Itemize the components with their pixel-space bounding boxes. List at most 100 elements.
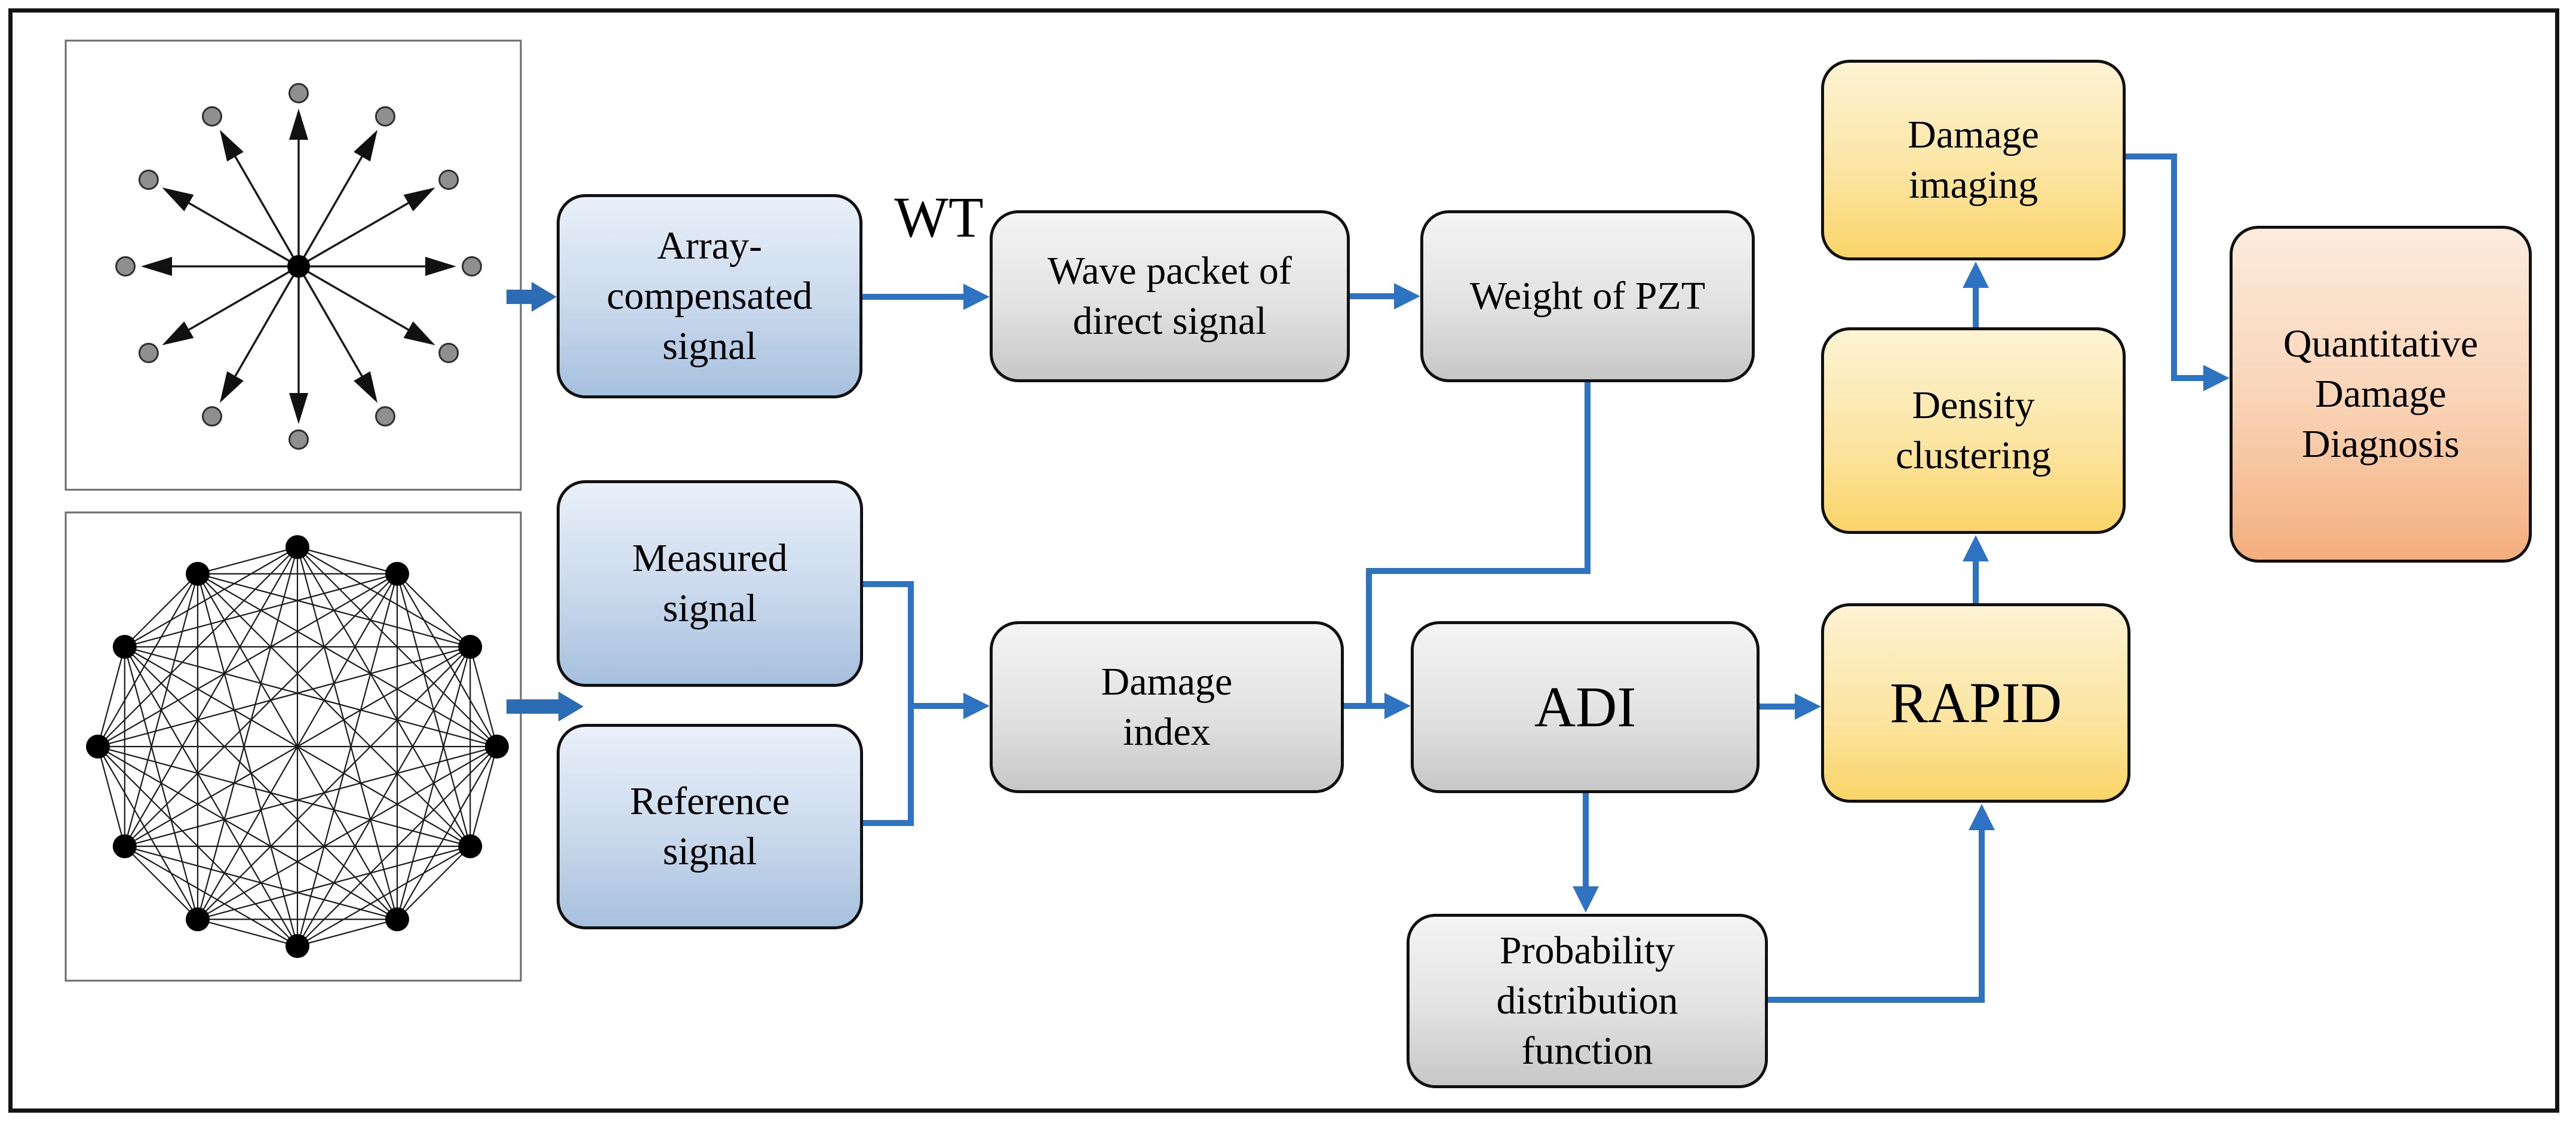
complete-graph-edge bbox=[297, 546, 398, 575]
complete-graph-edge bbox=[396, 646, 471, 920]
radial-graph bbox=[115, 83, 482, 450]
box-reference-signal: Reference signal bbox=[557, 724, 863, 929]
box-probability-distribution-function-label: Probability distribution function bbox=[1496, 929, 1678, 1073]
complete-graph-edge bbox=[469, 646, 498, 747]
complete-graph-edge bbox=[397, 573, 471, 647]
box-probability-distribution-function: Probability distribution function bbox=[1407, 914, 1768, 1088]
complete-graph-edge bbox=[297, 846, 471, 947]
complete-graph-edge bbox=[197, 546, 298, 575]
box-adi-label: ADI bbox=[1534, 675, 1637, 739]
radial-arrow-line bbox=[188, 202, 299, 268]
arrowhead-imaging-to-quant bbox=[2203, 365, 2230, 391]
radial-outer-node bbox=[462, 256, 482, 277]
arrowhead-adi-to-pdf bbox=[1573, 886, 1599, 913]
box-array-compensated-signal-label: Array- compensated signal bbox=[606, 224, 813, 368]
arrowhead-wavepacket-to-weightpzt bbox=[1394, 283, 1420, 309]
complete-graph-node bbox=[458, 834, 483, 858]
radial-outer-node bbox=[202, 406, 222, 427]
complete-graph-edge bbox=[296, 546, 398, 920]
complete-graph-edge bbox=[197, 646, 471, 920]
complete-graph-edge bbox=[397, 573, 498, 747]
box-damage-imaging-label: Damage imaging bbox=[1908, 113, 2039, 207]
complete-graph-edge bbox=[124, 745, 498, 848]
complete-graph-edge bbox=[396, 573, 471, 847]
radial-arrowhead bbox=[354, 371, 377, 403]
box-reference-signal-label: Reference signal bbox=[630, 779, 790, 873]
complete-graph bbox=[86, 535, 509, 958]
box-damage-imaging: Damage imaging bbox=[1821, 60, 2126, 260]
radial-arrowhead bbox=[354, 130, 377, 162]
complete-graph-node bbox=[458, 635, 483, 659]
radial-arrowhead bbox=[162, 321, 194, 345]
complete-graph-edge bbox=[124, 646, 498, 748]
complete-graph-node bbox=[112, 635, 137, 659]
complete-graph-node bbox=[285, 934, 309, 958]
complete-graph-edge bbox=[97, 746, 125, 847]
connector-weightpzt-to-adi bbox=[1366, 379, 1591, 707]
complete-graph-edge bbox=[197, 919, 298, 947]
radial-arrow-line bbox=[188, 265, 299, 331]
radial-outer-node bbox=[375, 406, 395, 427]
box-quantitative-damage-diagnosis: Quantitative Damage Diagnosis bbox=[2230, 226, 2532, 563]
wt-edge-label: WT bbox=[894, 185, 984, 249]
box-rapid-label: RAPID bbox=[1889, 671, 2062, 735]
complete-graph-node bbox=[86, 735, 110, 759]
radial-outer-node bbox=[438, 170, 459, 190]
complete-graph-edge bbox=[197, 746, 498, 920]
radial-arrow-line bbox=[298, 202, 409, 268]
box-wave-packet: Wave packet of direct signal bbox=[990, 210, 1350, 382]
complete-graph-edge bbox=[124, 573, 398, 847]
box-adi: ADI bbox=[1411, 621, 1760, 793]
box-array-compensated-signal: Array- compensated signal bbox=[557, 194, 862, 398]
complete-graph-edge bbox=[196, 546, 299, 920]
box-measured-signal-label: Measured signal bbox=[632, 536, 788, 630]
complete-graph-edge bbox=[97, 573, 398, 747]
box-quantitative-damage-diagnosis-label: Quantitative Damage Diagnosis bbox=[2283, 322, 2479, 466]
radial-arrowhead bbox=[220, 130, 244, 162]
radial-outer-node bbox=[138, 170, 159, 190]
complete-graph-node bbox=[385, 561, 409, 586]
radial-arrowhead bbox=[403, 188, 435, 211]
radial-outer-node bbox=[115, 256, 136, 277]
arrowhead-damageindex-to-adi bbox=[1384, 693, 1411, 719]
complete-graph-edge bbox=[197, 573, 471, 847]
radial-arrowhead bbox=[162, 188, 194, 211]
box-density-clustering-label: Density clustering bbox=[1895, 383, 2052, 477]
radial-arrowhead bbox=[141, 257, 172, 276]
radial-arrowhead bbox=[289, 109, 308, 140]
radial-arrow-line bbox=[234, 266, 300, 377]
complete-graph-edge bbox=[124, 646, 398, 920]
complete-graph-edge bbox=[97, 646, 125, 747]
complete-graph-edge bbox=[196, 573, 299, 947]
complete-graph-node bbox=[485, 735, 509, 759]
complete-graph-edge bbox=[469, 746, 498, 847]
complete-graph-edge bbox=[297, 919, 398, 947]
box-weight-of-pzt: Weight of PZT bbox=[1420, 210, 1755, 382]
arrowhead-array-to-wavepacket bbox=[963, 284, 990, 310]
complete-graph-node bbox=[186, 907, 210, 932]
complete-graph-node bbox=[112, 834, 137, 858]
complete-graph-node bbox=[385, 907, 409, 932]
arrowhead-pdf-to-rapid bbox=[1969, 804, 1995, 830]
box-measured-signal: Measured signal bbox=[557, 480, 863, 687]
complete-graph-edge bbox=[397, 746, 498, 920]
radial-arrowhead bbox=[403, 321, 435, 345]
radial-outer-node bbox=[288, 429, 309, 450]
radial-arrowhead bbox=[425, 257, 456, 276]
radial-outer-node bbox=[202, 106, 222, 127]
box-damage-index: Damage index bbox=[990, 621, 1344, 793]
radial-arrow-line bbox=[234, 156, 300, 267]
radial-arrowhead bbox=[289, 393, 308, 424]
thick-arrow-network-to-signals bbox=[506, 692, 584, 721]
radial-arrow-line bbox=[297, 266, 363, 377]
box-wave-packet-label: Wave packet of direct signal bbox=[1048, 249, 1292, 343]
radial-center-node bbox=[287, 255, 310, 278]
complete-graph-node bbox=[186, 561, 210, 586]
box-damage-index-label: Damage index bbox=[1101, 660, 1233, 754]
box-rapid: RAPID bbox=[1821, 603, 2130, 803]
complete-graph-edge bbox=[397, 846, 471, 920]
radial-outer-node bbox=[375, 106, 395, 127]
radial-outer-node bbox=[138, 343, 159, 363]
complete-graph-edge bbox=[124, 573, 198, 647]
